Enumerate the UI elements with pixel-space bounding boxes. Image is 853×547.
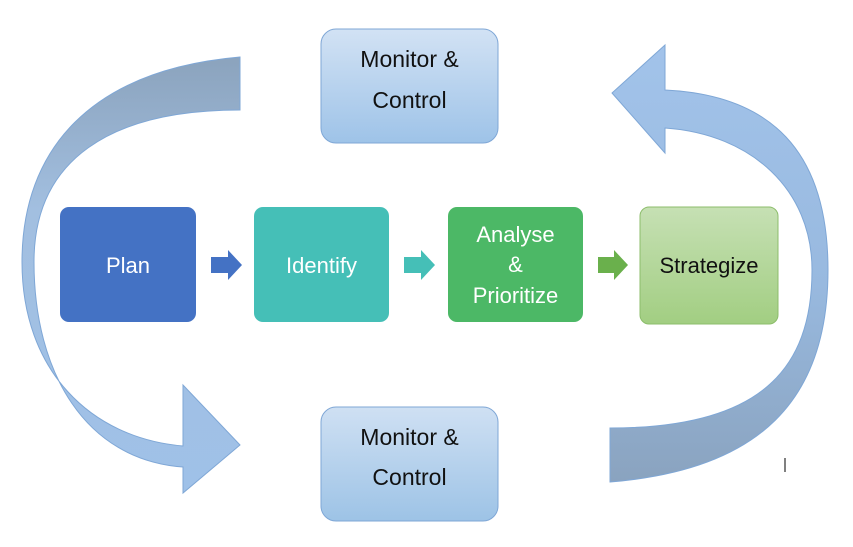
step-analyse-line-2: & [508,252,523,277]
monitor-top-line-2: Control [372,87,446,113]
step-plan-box: Plan [60,207,196,322]
arrow-identify-to-analyse [404,250,435,280]
step-analyse-box: Analyse & Prioritize [448,207,583,322]
step-plan-label: Plan [106,253,150,278]
step-strategize-label: Strategize [659,253,758,278]
cycle-arrow-left [21,56,241,495]
step-analyse-line-3: Prioritize [473,283,559,308]
monitor-control-top-box: Monitor & Control [320,28,499,144]
monitor-bottom-line-1: Monitor & [360,424,458,450]
monitor-top-line-1: Monitor & [360,46,458,72]
monitor-bottom-line-2: Control [372,464,446,490]
step-identify-box: Identify [254,207,389,322]
arrow-plan-to-identify [211,250,242,280]
step-analyse-line-1: Analyse [476,222,554,247]
step-strategize-box: Strategize [639,206,779,325]
arrow-analyse-to-strategize [598,250,628,280]
step-identify-label: Identify [286,253,357,278]
cycle-arrow-right [609,43,829,483]
monitor-control-bottom-box: Monitor & Control [320,406,499,522]
